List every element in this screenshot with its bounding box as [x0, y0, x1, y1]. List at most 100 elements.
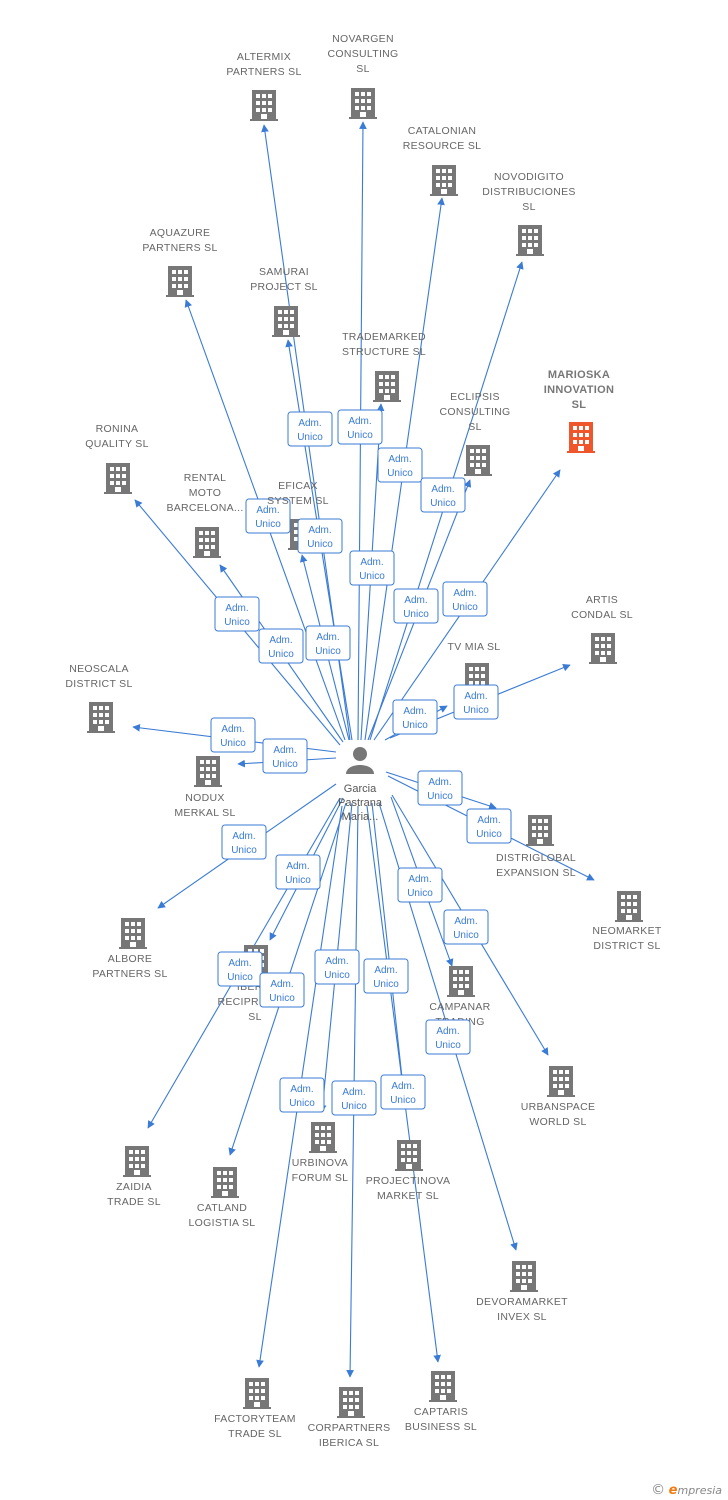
company-node-neoscala[interactable] [87, 702, 115, 733]
company-node-rental[interactable] [193, 527, 221, 558]
company-label-marioska[interactable]: MARIOSKA [548, 369, 610, 381]
relation-label-urbanspace[interactable]: Adm.Unico [443, 909, 489, 945]
relation-label-captaris[interactable]: Adm.Unico [380, 1074, 426, 1110]
company-label-campanar[interactable]: CAMPANAR [429, 1001, 490, 1013]
company-label-ronina[interactable]: RONINA [96, 423, 139, 435]
company-label-projectinova[interactable]: PROJECTINOVA [366, 1175, 451, 1187]
relation-label-eclipsis[interactable]: Adm.Unico [393, 588, 439, 624]
company-label-tvmia[interactable]: TV MIA SL [448, 641, 501, 653]
company-node-corpartners[interactable] [337, 1387, 365, 1418]
relation-label-tvmia[interactable]: Adm.Unico [392, 699, 438, 735]
company-label-novodigito[interactable]: DISTRIBUCIONES [482, 186, 575, 198]
company-label-devoramarket[interactable]: DEVORAMARKET [476, 1296, 568, 1308]
company-label-factoryteam[interactable]: FACTORYTEAM [214, 1413, 296, 1425]
company-label-rental[interactable]: MOTO [189, 487, 222, 499]
company-node-devoramarket[interactable] [510, 1261, 538, 1292]
company-node-albore[interactable] [119, 918, 147, 949]
relation-label-altermix[interactable]: Adm.Unico [287, 411, 333, 447]
company-label-rental[interactable]: BARCELONA... [166, 502, 243, 514]
company-label-novodigito[interactable]: NOVODIGITO [494, 171, 564, 183]
company-node-projectinova[interactable] [395, 1140, 423, 1171]
company-node-captaris[interactable] [429, 1371, 457, 1402]
relation-label-projectinova[interactable]: Adm.Unico [363, 958, 409, 994]
company-label-distriglobal[interactable]: DISTRIGLOBAL [496, 852, 576, 864]
company-label-marioska[interactable]: SL [572, 399, 587, 411]
company-node-ronina[interactable] [104, 463, 132, 494]
company-label-trademarked[interactable]: TRADEMARKED [342, 331, 426, 343]
company-label-iberia[interactable]: SL [248, 1011, 261, 1023]
company-label-projectinova[interactable]: MARKET SL [377, 1190, 439, 1202]
company-label-catland[interactable]: CATLAND [197, 1202, 247, 1214]
company-label-trademarked[interactable]: STRUCTURE SL [342, 346, 426, 358]
relation-label-rental[interactable]: Adm.Unico [258, 628, 304, 664]
relation-label-eficax[interactable]: Adm.Unico [305, 625, 351, 661]
company-label-marioska[interactable]: INNOVATION [544, 384, 614, 396]
company-label-distriglobal[interactable]: EXPANSION SL [496, 867, 576, 879]
company-label-nodux[interactable]: MERKAL SL [174, 807, 235, 819]
company-label-novargen[interactable]: SL [356, 63, 369, 75]
company-label-corpartners[interactable]: CORPARTNERS [308, 1422, 391, 1434]
company-label-zaidia[interactable]: ZAIDIA [116, 1181, 152, 1193]
relation-label-ronina[interactable]: Adm.Unico [214, 596, 260, 632]
relation-label-iberia[interactable]: Adm.Unico [275, 854, 321, 890]
company-node-trademarked[interactable] [373, 371, 401, 402]
company-label-catland[interactable]: LOGISTIA SL [189, 1217, 256, 1229]
company-node-artis[interactable] [589, 633, 617, 664]
company-label-eficax[interactable]: EFICAX [278, 480, 318, 492]
company-label-catalonian[interactable]: CATALONIAN [408, 125, 477, 137]
relation-label-marioska[interactable]: Adm.Unico [442, 581, 488, 617]
relation-label-aquazure[interactable]: Adm.Unico [245, 498, 291, 534]
company-label-eclipsis[interactable]: CONSULTING [439, 406, 510, 418]
relation-label-devoramarket[interactable]: Adm.Unico [425, 1019, 471, 1055]
relation-label-albore[interactable]: Adm.Unico [221, 824, 267, 860]
person-node[interactable]: Garcia Pastrana Maria... [338, 747, 383, 823]
company-label-samurai[interactable]: SAMURAI [259, 266, 309, 278]
company-node-urbinova[interactable] [309, 1122, 337, 1153]
company-label-altermix[interactable]: ALTERMIX [237, 51, 291, 63]
company-label-neoscala[interactable]: DISTRICT SL [65, 678, 132, 690]
relation-label-zaidia[interactable]: Adm.Unico [217, 951, 263, 987]
company-node-eclipsis[interactable] [464, 445, 492, 476]
company-label-devoramarket[interactable]: INVEX SL [497, 1311, 547, 1323]
relation-label-neoscala[interactable]: Adm.Unico [210, 717, 256, 753]
company-node-marioska[interactable] [567, 422, 595, 453]
company-node-samurai[interactable] [272, 306, 300, 337]
company-label-ronina[interactable]: QUALITY SL [85, 438, 149, 450]
company-node-aquazure[interactable] [166, 266, 194, 297]
company-node-zaidia[interactable] [123, 1146, 151, 1177]
relation-label-neomarket[interactable]: Adm.Unico [466, 808, 512, 844]
company-label-neoscala[interactable]: NEOSCALA [69, 663, 129, 675]
relation-label-trademarked[interactable]: Adm.Unico [349, 550, 395, 586]
relation-label-nodux[interactable]: Adm.Unico [262, 738, 308, 774]
company-label-neomarket[interactable]: DISTRICT SL [593, 940, 660, 952]
company-label-altermix[interactable]: PARTNERS SL [226, 66, 301, 78]
company-label-albore[interactable]: PARTNERS SL [92, 968, 167, 980]
relation-label-novargen[interactable]: Adm.Unico [337, 409, 383, 445]
company-label-albore[interactable]: ALBORE [108, 953, 152, 965]
company-label-artis[interactable]: CONDAL SL [571, 609, 633, 621]
company-label-novargen[interactable]: CONSULTING [327, 48, 398, 60]
company-label-eficax[interactable]: SYSTEM SL [267, 495, 329, 507]
relation-label-novodigito[interactable]: Adm.Unico [420, 477, 466, 513]
relation-label-factoryteam[interactable]: Adm.Unico [279, 1077, 325, 1113]
company-label-artis[interactable]: ARTIS [586, 594, 618, 606]
company-label-eclipsis[interactable]: SL [468, 421, 481, 433]
company-label-aquazure[interactable]: PARTNERS SL [142, 242, 217, 254]
company-node-neomarket[interactable] [615, 891, 643, 922]
relation-label-catalonian[interactable]: Adm.Unico [377, 447, 423, 483]
company-node-nodux[interactable] [194, 756, 222, 787]
company-label-eclipsis[interactable]: ECLIPSIS [450, 391, 500, 403]
company-label-aquazure[interactable]: AQUAZURE [150, 227, 211, 239]
company-label-corpartners[interactable]: IBERICA SL [319, 1437, 379, 1449]
company-label-captaris[interactable]: CAPTARIS [414, 1406, 468, 1418]
company-label-catalonian[interactable]: RESOURCE SL [403, 140, 482, 152]
relation-label-distriglobal[interactable]: Adm.Unico [417, 770, 463, 806]
company-label-urbinova[interactable]: FORUM SL [292, 1172, 349, 1184]
relation-label-artis[interactable]: Adm.Unico [453, 684, 499, 720]
company-node-catalonian[interactable] [430, 165, 458, 196]
company-label-nodux[interactable]: NODUX [185, 792, 224, 804]
company-label-factoryteam[interactable]: TRADE SL [228, 1428, 282, 1440]
company-label-neomarket[interactable]: NEOMARKET [592, 925, 661, 937]
relation-label-corpartners[interactable]: Adm.Unico [331, 1080, 377, 1116]
company-node-catland[interactable] [211, 1167, 239, 1198]
